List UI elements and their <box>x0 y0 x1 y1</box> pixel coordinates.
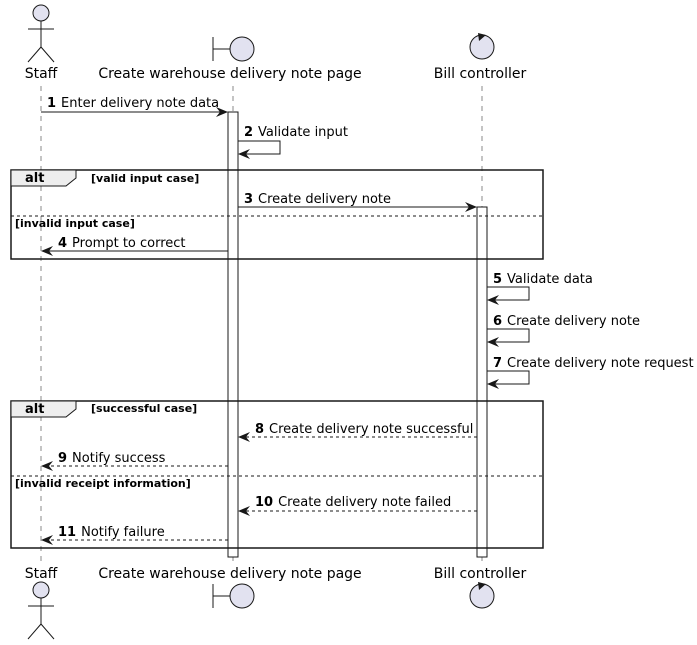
message-arrow-5 <box>487 286 530 305</box>
alt-frame-1 <box>10 169 544 260</box>
control-icon-bottom <box>469 582 495 609</box>
actor-staff-bottom <box>27 581 55 640</box>
participant-label-page: Create warehouse delivery note page <box>98 66 361 82</box>
alt-frame-1-guard-1: [valid input case] <box>91 172 199 185</box>
control-icon-top <box>469 33 495 60</box>
alt-frame-1-keyword: alt <box>25 171 44 186</box>
alt-frame-2-tab <box>10 400 77 418</box>
participant-label-staff-bottom: Staff <box>25 566 58 582</box>
message-arrow-7 <box>487 370 530 389</box>
message-arrow-2 <box>238 140 281 159</box>
alt-frame-2-keyword: alt <box>25 402 44 417</box>
actor-staff-top <box>27 4 55 63</box>
boundary-icon-bottom <box>212 583 255 609</box>
participant-label-staff: Staff <box>25 66 58 82</box>
alt-frame-2-guard-1: [successful case] <box>91 402 197 415</box>
participant-label-controller: Bill controller <box>434 66 527 82</box>
message-arrow-6 <box>487 328 530 347</box>
participant-label-page-bottom: Create warehouse delivery note page <box>98 566 361 582</box>
activation-page <box>227 111 239 558</box>
participant-label-controller-bottom: Bill controller <box>434 566 527 582</box>
alt-frame-2 <box>10 400 544 549</box>
alt-frame-2-guard-2: [invalid receipt information] <box>15 477 191 490</box>
alt-frame-1-guard-2: [invalid input case] <box>15 217 135 230</box>
alt-frame-1-tab <box>10 169 77 187</box>
boundary-icon-top <box>212 36 255 62</box>
